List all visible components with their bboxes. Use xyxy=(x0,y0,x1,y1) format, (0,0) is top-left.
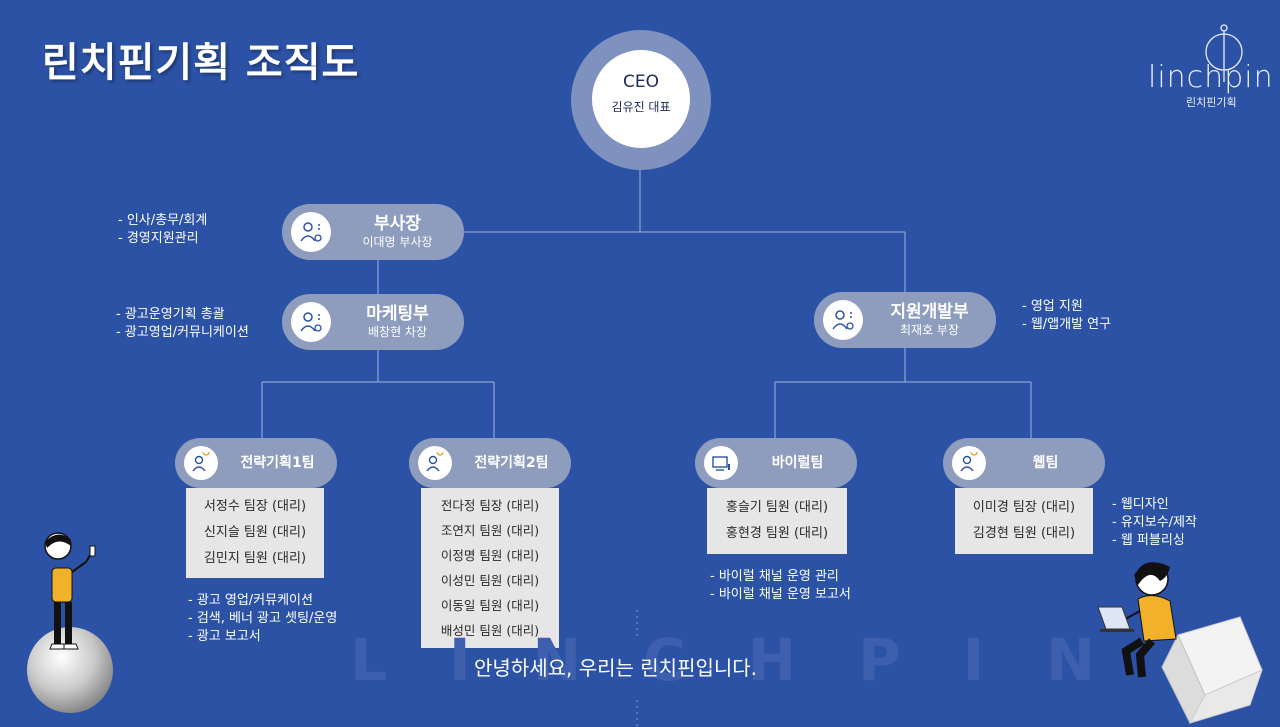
watermark-text: LINCHPIN xyxy=(350,626,1157,694)
support-dev-name: 최재호 부장 xyxy=(899,322,959,337)
marketing-notes: - 광고운영기획 총괄 - 광고영업/커뮤니케이션 xyxy=(116,306,249,342)
member-row: 이미경 팀장 (대리) xyxy=(972,500,1076,515)
idea-person-icon xyxy=(952,446,986,480)
member-row: 김민지 팀원 (대리) xyxy=(203,551,307,566)
member-row: 전다정 팀장 (대리) xyxy=(440,498,540,513)
member-row: 김경현 팀원 (대리) xyxy=(972,526,1076,541)
note-item: - 검색, 베너 광고 셋팅/운영 xyxy=(188,611,338,626)
team-strategy2-members: 전다정 팀장 (대리) 조연지 팀원 (대리) 이정명 팀원 (대리) 이성민 … xyxy=(421,488,559,648)
idea-person-icon xyxy=(418,446,452,480)
team-web-notes: - 웹디자인 - 유지보수/제작 - 웹 퍼블리싱 xyxy=(1112,496,1197,550)
note-item: - 웹/앱개발 연구 xyxy=(1022,317,1112,332)
note-item: - 광고영업/커뮤니케이션 xyxy=(116,325,249,340)
logo-subtitle: 린치핀기획 xyxy=(1186,96,1237,109)
member-row: 이정명 팀원 (대리) xyxy=(440,548,540,563)
note-item: - 바이럴 채널 운영 관리 xyxy=(710,569,839,584)
note-item: - 웹디자인 xyxy=(1112,497,1169,512)
team-strategy2-node: 전략기획2팀 xyxy=(409,438,571,488)
vice-president-name: 이대명 부사장 xyxy=(362,234,433,249)
note-item: - 웹 퍼블리싱 xyxy=(1112,533,1185,548)
note-item: - 광고운영기획 총괄 xyxy=(116,307,225,322)
logo-wordmark: linchpin xyxy=(1148,60,1274,95)
note-item: - 경영지원관리 xyxy=(118,231,199,246)
team-viral-title: 바이럴팀 xyxy=(771,455,824,471)
idea-person-icon xyxy=(184,446,218,480)
team-strategy2-title: 전략기획2팀 xyxy=(474,455,549,471)
manager-icon xyxy=(291,302,331,342)
team-viral-members: 홍슬기 팀원 (대리) 홍현경 팀원 (대리) xyxy=(707,488,847,554)
person-on-sphere-illustration xyxy=(27,532,113,713)
marketing-title: 마케팅부 xyxy=(366,303,429,324)
note-item: - 광고 영업/커뮤케이션 xyxy=(188,593,313,608)
note-item: - 바이럴 채널 운영 보고서 xyxy=(710,587,851,602)
vice-president-node: 부사장 이대명 부사장 xyxy=(282,204,464,260)
support-dev-notes: - 영업 지원 - 웹/앱개발 연구 xyxy=(1022,298,1111,334)
page-title: 린치핀기획 조직도 xyxy=(42,40,360,86)
vice-president-notes: - 인사/총무/회계 - 경영지원관리 xyxy=(118,212,207,248)
manager-icon xyxy=(291,212,331,252)
vice-president-title: 부사장 xyxy=(374,213,421,234)
ceo-title: CEO xyxy=(623,72,659,92)
ceo-name: 김유진 대표 xyxy=(611,100,671,114)
person-with-laptop-illustration xyxy=(1097,562,1263,725)
team-strategy1-members: 서정수 팀장 (대리) 신지슬 팀원 (대리) 김민지 팀원 (대리) xyxy=(186,488,324,578)
marketing-name: 배창현 차장 xyxy=(367,324,427,339)
member-row: 홍슬기 팀원 (대리) xyxy=(725,500,829,515)
team-web-members: 이미경 팀장 (대리) 김경현 팀원 (대리) xyxy=(955,488,1093,554)
team-viral-notes: - 바이럴 채널 운영 관리 - 바이럴 채널 운영 보고서 xyxy=(710,568,851,604)
team-web-title: 웹팀 xyxy=(1032,455,1059,471)
manager-icon xyxy=(823,300,863,340)
team-web-node: 웹팀 xyxy=(943,438,1105,488)
ceo-node: CEO 김유진 대표 xyxy=(592,50,690,148)
member-row: 홍현경 팀원 (대리) xyxy=(725,526,829,541)
member-row: 조연지 팀원 (대리) xyxy=(440,523,540,538)
team-strategy1-title: 전략기획1팀 xyxy=(240,455,315,471)
member-row: 이동일 팀원 (대리) xyxy=(440,598,540,613)
greeting-text: 안녕하세요, 우리는 린치핀입니다. xyxy=(474,656,758,680)
linchpin-logo-icon xyxy=(1205,24,1243,82)
computer-icon xyxy=(704,446,738,480)
support-dev-title: 지원개발부 xyxy=(890,301,969,322)
note-item: - 인사/총무/회계 xyxy=(118,213,208,228)
team-strategy1-node: 전략기획1팀 xyxy=(175,438,337,488)
team-strategy1-notes: - 광고 영업/커뮤케이션 - 검색, 베너 광고 셋팅/운영 - 광고 보고서 xyxy=(188,592,337,646)
marketing-node: 마케팅부 배창현 차장 xyxy=(282,294,464,350)
member-row: 신지슬 팀원 (대리) xyxy=(203,525,307,540)
support-dev-node: 지원개발부 최재호 부장 xyxy=(814,292,996,348)
note-item: - 영업 지원 xyxy=(1022,299,1083,314)
note-item: - 유지보수/제작 xyxy=(1112,515,1197,530)
member-row: 이성민 팀원 (대리) xyxy=(440,573,540,588)
member-row: 배성민 팀원 (대리) xyxy=(440,623,540,638)
member-row: 서정수 팀장 (대리) xyxy=(203,499,307,514)
note-item: - 광고 보고서 xyxy=(188,629,261,644)
team-viral-node: 바이럴팀 xyxy=(695,438,857,488)
